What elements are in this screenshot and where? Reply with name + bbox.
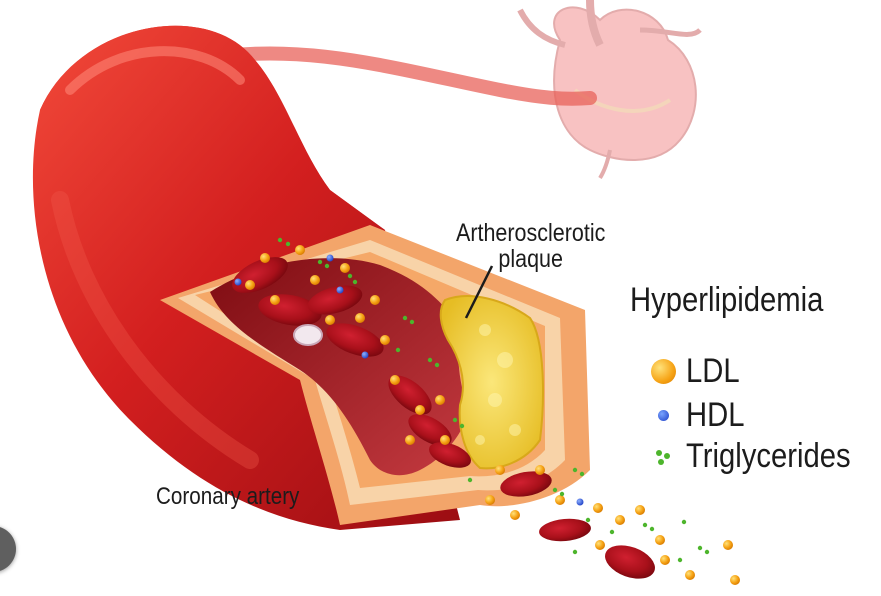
plaque-label-line1: Artherosclerotic — [456, 219, 606, 247]
red-blood-cell — [388, 375, 432, 415]
red-blood-cell — [326, 323, 384, 357]
hdl-particles — [234, 254, 584, 506]
legend-label-triglycerides: Triglycerides — [686, 437, 851, 475]
white-blood-cell — [293, 324, 323, 346]
coronary-artery-label: Coronary artery — [156, 483, 300, 510]
triglyceride-particles-icon — [648, 442, 678, 472]
legend-label-hdl: HDL — [686, 396, 745, 434]
vessel-to-heart — [193, 46, 597, 106]
plaque-label: Artherosclerotic plaque — [456, 220, 605, 273]
red-blood-cell — [307, 285, 363, 315]
ldl-particle-icon — [648, 357, 678, 387]
red-blood-cell — [500, 471, 552, 497]
legend-item-hdl: HDL — [648, 396, 754, 435]
heart-graphic — [517, 0, 702, 180]
red-blood-cells — [232, 257, 472, 468]
hdl-particle-icon — [648, 401, 678, 431]
legend-label-ldl: LDL — [686, 352, 740, 390]
diagram-title: Hyperlipidemia — [630, 281, 824, 319]
red-blood-cell — [605, 545, 655, 579]
legend-item-ldl: LDL — [648, 352, 748, 391]
carousel-nav-button[interactable] — [0, 526, 16, 572]
plaque-label-line2: plaque — [498, 245, 563, 274]
red-blood-cell — [539, 518, 591, 542]
outflow-blood-cells — [500, 471, 655, 579]
legend-item-triglycerides: Triglycerides — [648, 437, 877, 476]
red-blood-cell — [428, 442, 472, 468]
triglyceride-particles — [277, 237, 710, 563]
plaque-leader-line — [464, 265, 494, 319]
ldl-particles — [245, 245, 740, 585]
